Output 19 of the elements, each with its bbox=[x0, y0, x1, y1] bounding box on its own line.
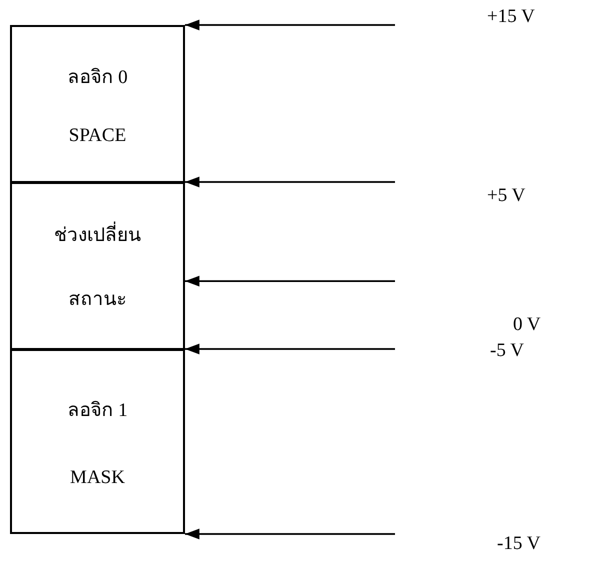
voltage-label: -5 V bbox=[490, 340, 524, 362]
box-label: MASK bbox=[70, 467, 125, 489]
state-box bbox=[10, 182, 185, 350]
arrow bbox=[185, 528, 395, 540]
state-box bbox=[10, 349, 185, 534]
box-label: ลอจิก 0 bbox=[67, 66, 128, 90]
arrow bbox=[185, 176, 395, 188]
box-label: ช่วงเปลี่ยน bbox=[54, 218, 141, 249]
state-box bbox=[10, 25, 185, 183]
voltage-label: -15 V bbox=[497, 533, 540, 555]
box-label: สถานะ bbox=[68, 288, 126, 312]
voltage-label: 0 V bbox=[513, 314, 541, 336]
voltage-label: +15 V bbox=[487, 6, 535, 28]
arrow bbox=[185, 276, 395, 287]
box-label: SPACE bbox=[68, 125, 126, 147]
box-label: ลอจิก 1 bbox=[67, 399, 128, 423]
voltage-label: +5 V bbox=[487, 185, 526, 207]
arrow bbox=[185, 20, 395, 30]
arrow bbox=[185, 344, 395, 354]
